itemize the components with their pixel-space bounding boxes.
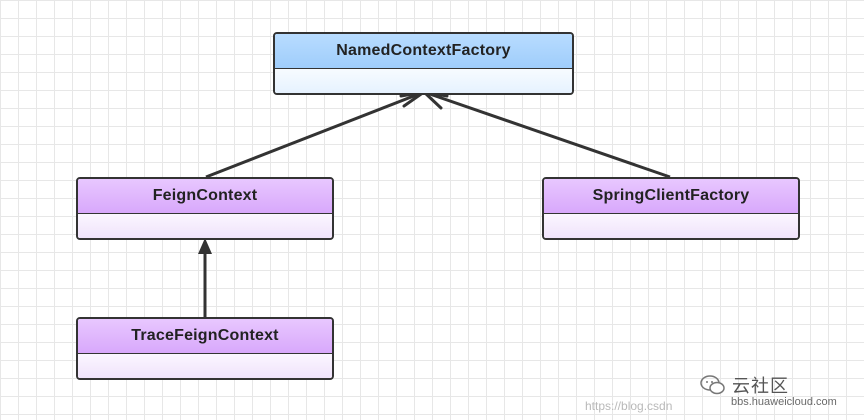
watermark-brand-sub: bbs.huaweicloud.com: [731, 396, 837, 408]
watermark-brand: 云社区: [700, 372, 789, 398]
watermark-url: https://blog.csdn: [585, 399, 673, 413]
class-named-context-factory[interactable]: NamedContextFactory: [273, 32, 574, 95]
class-members: [78, 214, 332, 238]
class-members: [78, 354, 332, 378]
watermark-brand-title: 云社区: [732, 376, 789, 396]
class-members: [275, 69, 572, 93]
class-spring-client-factory[interactable]: SpringClientFactory: [542, 177, 800, 240]
class-name: TraceFeignContext: [78, 319, 332, 354]
class-members: [544, 214, 798, 238]
class-feign-context[interactable]: FeignContext: [76, 177, 334, 240]
class-trace-feign-context[interactable]: TraceFeignContext: [76, 317, 334, 380]
class-name: FeignContext: [78, 179, 332, 214]
chat-bubble-icon: [700, 375, 725, 395]
class-name: SpringClientFactory: [544, 179, 798, 214]
inheritance-line-spring-client-factory: [423, 90, 671, 179]
class-name: NamedContextFactory: [275, 34, 572, 69]
inheritance-line-feign-context: [205, 90, 425, 179]
solid-arrowhead-icon: [198, 238, 212, 254]
